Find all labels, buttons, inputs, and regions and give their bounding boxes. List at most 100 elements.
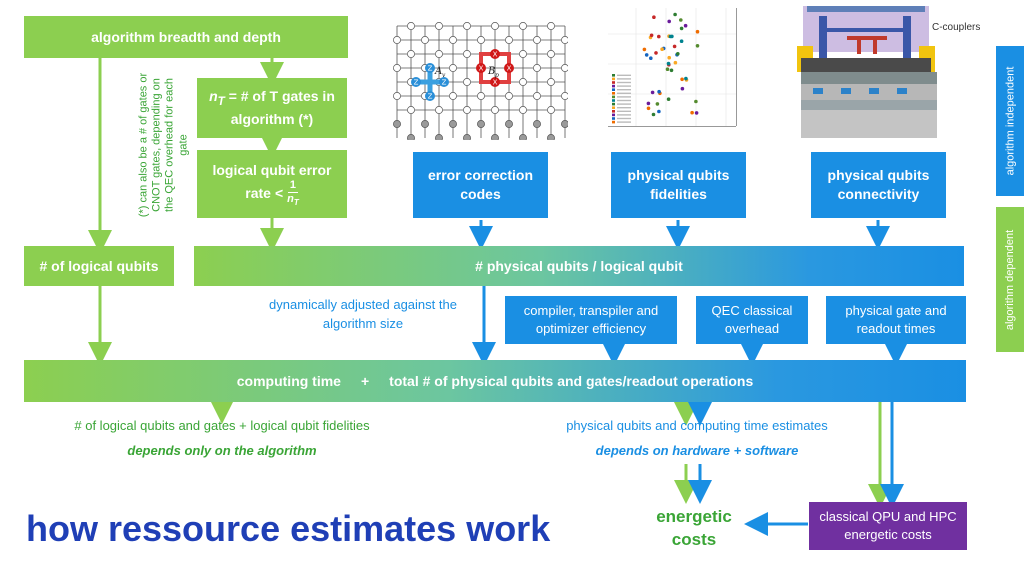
qec-overhead-box: QEC classical overhead [696,296,808,344]
svg-text:Z: Z [442,79,447,87]
lattice-qubit [533,64,541,72]
legend-text-placeholder [617,89,631,91]
lattice-qubit [505,92,513,100]
svg-text:Z: Z [414,79,419,87]
lattice-qubit [393,92,401,100]
scatter-dot [695,29,700,34]
legend-swatch [612,74,615,77]
lattice-qubit [547,134,555,140]
legend-swatch [612,95,615,99]
lattice-qubit [463,106,471,114]
plus-sign: + [360,372,370,389]
nt-box: nT = # of T gates in algorithm (*) [197,78,347,138]
nt-label: nT = # of T gates in algorithm (*) [209,88,335,127]
lattice-qubit [533,120,541,128]
scatter-dot [668,34,673,39]
scatter-dot [646,106,651,111]
phys-per-logical-bar: # physical qubits / logical qubit [194,246,964,286]
lattice-qubit [561,92,568,100]
sidebar-dependent-label: algorithm dependent [1004,229,1017,330]
scatter-dot [651,112,656,117]
classical-qpu-label: classical QPU and HPC energetic costs [819,509,957,542]
svg-text:v: v [442,72,446,79]
lattice-qubit [393,64,401,72]
svg-text:Z: Z [428,93,433,101]
svg-text:Z: Z [428,65,433,73]
lattice-qubit [463,50,471,58]
left-result: # of logical qubits and gates + logical … [74,418,370,433]
legend-text-placeholder [617,103,631,105]
legend-text-placeholder [617,78,631,80]
energetic-costs: energetic costs [656,507,732,549]
scatter-dot [684,76,688,81]
lattice-qubit [533,36,541,44]
lattice-qubit [449,120,457,128]
total-ops-label: total # of physical qubits and gates/rea… [389,372,754,389]
scatter-dot [680,86,685,91]
lattice-qubit [393,36,401,44]
compiler-label: compiler, transpiler and optimizer effic… [523,303,659,336]
scatter-dot [642,47,647,52]
gate-times-label: physical gate and readout times [845,303,947,336]
logical-error-rate: rate < 1 nT [245,179,299,207]
computing-bar: computing time + total # of physical qub… [24,360,966,402]
scatter-dot [694,99,698,104]
lattice-qubit [547,106,555,114]
sidebar-independent-label: algorithm independent [1004,66,1017,176]
lattice-qubit [561,120,568,128]
error-correction-box: error correction codes [413,152,548,218]
scatter-dot [672,44,677,49]
lattice-qubit [449,64,457,72]
vertical-note: (*) can also be a # of gates or CNOT gat… [137,72,190,218]
classical-qpu-box: classical QPU and HPC energetic costs [809,502,967,550]
lattice-qubit [561,64,568,72]
compiler-box: compiler, transpiler and optimizer effic… [505,296,677,344]
scatter-dot [649,33,654,38]
lattice-qubit [407,106,415,114]
sidebar-independent: algorithm independent [996,46,1024,196]
fidelities-label: physical qubits fidelities [627,167,730,202]
surface-code-lattice-image: Z Z Z Z X X X X A v B p [393,22,568,140]
breadth-depth-box: algorithm breadth and depth [24,16,348,58]
lattice-qubit [519,50,527,58]
svg-text:X: X [479,65,484,73]
legend-text-placeholder [617,107,631,109]
scatter-dot [657,89,661,94]
lattice-qubit [547,22,555,30]
scatter-dot [646,101,651,106]
legend-swatch [612,92,615,95]
legend-text-placeholder [617,81,631,84]
scatter-dot [657,109,661,114]
logical-qubits-box: # of logical qubits [24,246,174,286]
lattice-qubit [491,106,499,114]
fidelities-box: physical qubits fidelities [611,152,746,218]
scatter-dot [679,18,683,22]
legend-swatch [612,117,615,120]
legend-text-placeholder [617,110,631,112]
error-correction-label: error correction codes [427,167,534,202]
scatter-dot [676,52,680,56]
lattice-qubit [533,92,541,100]
legend-swatch [612,106,615,109]
scatter-dot [667,19,671,24]
legend-text-placeholder [617,74,631,76]
lattice-qubit [491,22,499,30]
lattice-qubit [519,106,527,114]
legend-swatch [612,84,615,88]
sidebar-dependent: algorithm dependent [996,207,1024,352]
scatter-dot [694,111,699,115]
lattice-qubit [477,120,485,128]
lattice-qubit [435,50,443,58]
fidelity-scatter-image [606,4,756,138]
svg-text:X: X [493,79,498,87]
lattice-qubit [435,134,443,140]
phys-per-logical-label: # physical qubits / logical qubit [475,257,683,274]
lattice-qubit [435,106,443,114]
lattice-qubit [463,22,471,30]
connectivity-box: physical qubits connectivity [811,152,946,218]
lattice-qubit [407,22,415,30]
lattice-qubit [547,50,555,58]
legend-swatch [612,77,615,81]
connectivity-label: physical qubits connectivity [827,167,930,202]
right-depends: depends on hardware + software [595,443,799,458]
